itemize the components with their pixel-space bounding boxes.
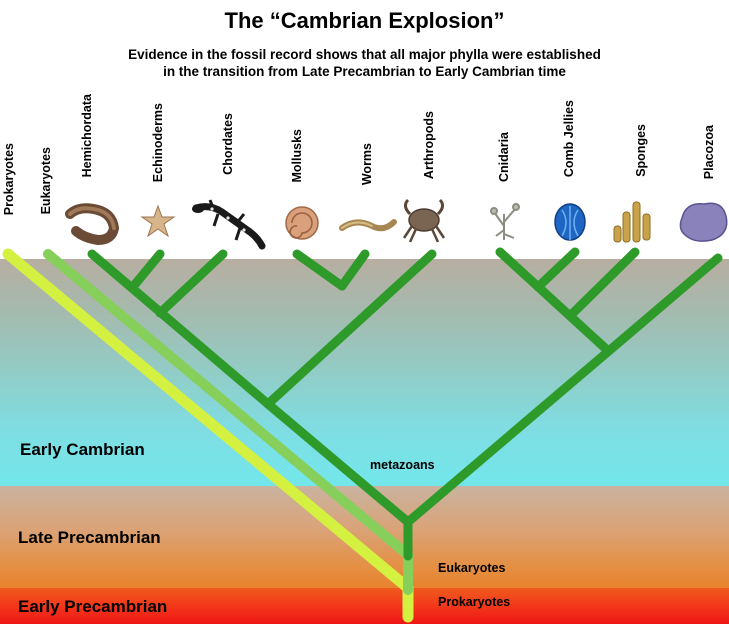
subtitle-line-2: in the transition from Late Precambrian … — [163, 64, 566, 79]
taxon-label-arthropods: Arthropods — [422, 111, 436, 180]
taxon-label-comb-jellies: Comb Jellies — [562, 100, 576, 178]
subtitle-line-1: Evidence in the fossil record shows that… — [128, 47, 601, 62]
metazoan-branches — [87, 247, 723, 561]
node-label-metazoans: metazoans — [370, 458, 435, 472]
taxon-label-placozoa: Placozoa — [702, 125, 716, 180]
taxon-label-chordates: Chordates — [221, 113, 235, 175]
taxon-label-prokaryotes: Prokaryotes — [2, 143, 16, 216]
late-precambrian-band — [0, 486, 729, 588]
prokaryote-branch — [2, 248, 414, 623]
early-cambrian-band — [0, 259, 729, 486]
sponge-icon — [613, 201, 651, 243]
taxon-label-hemichordata: Hemichordata — [80, 94, 94, 178]
taxon-label-eukaryotes: Eukaryotes — [39, 147, 53, 215]
era-label-late-precambrian: Late Precambrian — [18, 528, 161, 547]
taxon-label-cnidaria: Cnidaria — [497, 132, 511, 183]
diagram-title: The “Cambrian Explosion” — [224, 8, 505, 33]
early-precambrian-band — [0, 588, 729, 624]
eukaryote-branch — [43, 249, 413, 595]
taxon-label-sponges: Sponges — [634, 124, 648, 177]
hydroid-icon — [490, 203, 520, 240]
node-label-eukaryotes: Eukaryotes — [438, 561, 506, 575]
worm-icon — [339, 219, 397, 232]
node-label-prokaryotes: Prokaryotes — [438, 595, 511, 609]
snail-shell-icon — [285, 206, 319, 240]
taxon-label-worms: Worms — [360, 143, 374, 186]
starfish-icon — [140, 204, 176, 238]
taxon-label-echinoderms: Echinoderms — [151, 103, 165, 183]
salamander-icon — [192, 199, 266, 250]
taxon-label-mollusks: Mollusks — [290, 129, 304, 183]
acorn-worm-icon — [65, 203, 120, 246]
era-label-early-cambrian: Early Cambrian — [20, 440, 145, 459]
crab-icon — [402, 198, 446, 243]
placozoan-icon — [679, 202, 728, 242]
comb-jelly-icon — [554, 203, 586, 241]
era-label-early-precambrian: Early Precambrian — [18, 597, 168, 616]
